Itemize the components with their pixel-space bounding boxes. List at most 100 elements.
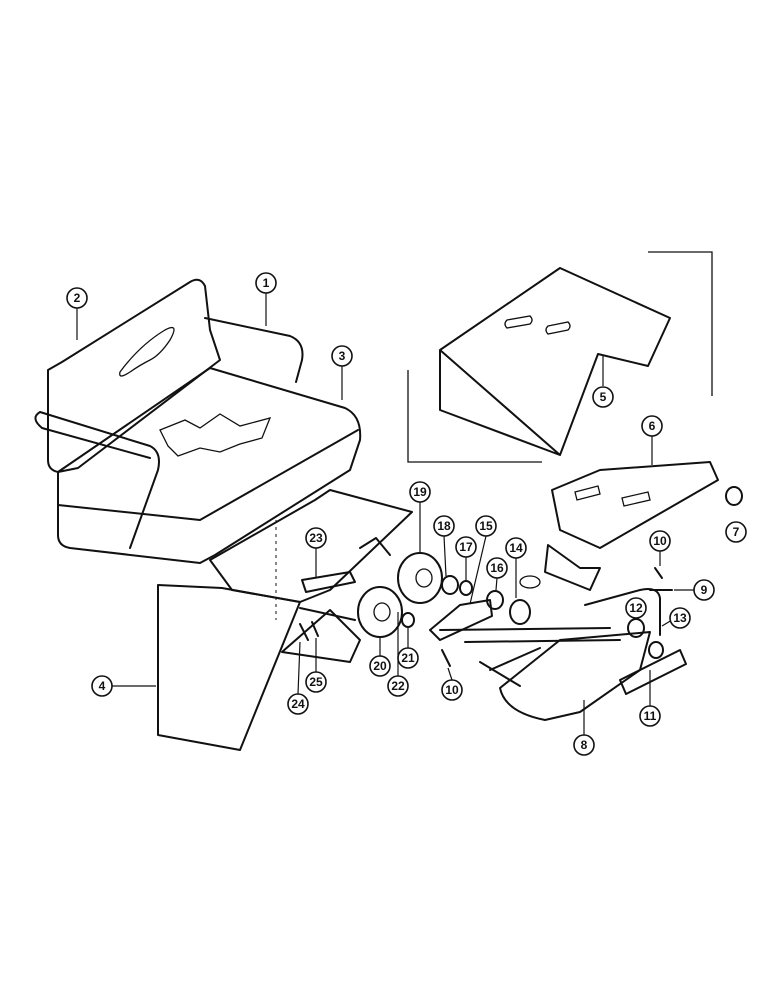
bushing-21 xyxy=(401,612,415,628)
pivot-plate-23 xyxy=(301,571,356,593)
seat-assembly xyxy=(34,278,362,564)
bushing-18 xyxy=(441,575,459,595)
callout-23: 23 xyxy=(305,527,327,549)
callout-12: 12 xyxy=(625,597,647,619)
svg-text:19: 19 xyxy=(413,485,427,499)
callout-6: 6 xyxy=(641,415,663,437)
callout-2: 2 xyxy=(66,287,88,309)
top-cover-shell xyxy=(439,267,671,456)
svg-text:13: 13 xyxy=(673,611,687,625)
svg-text:14: 14 xyxy=(509,541,523,555)
callout-7: 7 xyxy=(725,521,747,543)
callouts: 1 2 3 4 5 6 xyxy=(66,272,747,756)
seat-base-panel xyxy=(157,584,301,751)
callout-21: 21 xyxy=(397,647,419,669)
slide-frame-rods xyxy=(439,627,621,687)
mounting-plate-slot-1 xyxy=(574,485,601,501)
svg-text:11: 11 xyxy=(644,709,657,723)
suspension-linkage xyxy=(299,537,663,667)
cam-19-inner xyxy=(415,568,433,588)
mounting-plate-hinge-pin xyxy=(519,575,541,589)
bracket-15 xyxy=(429,599,493,641)
svg-text:12: 12 xyxy=(629,601,643,615)
callout-15: 15 xyxy=(475,515,497,537)
callout-13: 13 xyxy=(669,607,691,629)
svg-text:17: 17 xyxy=(459,540,473,554)
top-cover-slot-2 xyxy=(545,321,571,335)
cap-7 xyxy=(725,486,743,506)
svg-text:15: 15 xyxy=(479,519,493,533)
callout-17: 17 xyxy=(455,536,477,558)
seat-base-top-plate xyxy=(209,489,413,603)
top-cover-bracket-line-left xyxy=(407,370,542,463)
callout-18: 18 xyxy=(433,515,455,537)
cam-19 xyxy=(397,552,443,604)
pin-10-lower xyxy=(441,649,451,667)
svg-text:22: 22 xyxy=(391,679,405,693)
svg-text:6: 6 xyxy=(649,419,656,433)
spring-housing-20 xyxy=(357,586,403,638)
svg-text:3: 3 xyxy=(339,349,346,363)
callout-10-lower: 10 xyxy=(441,679,463,701)
callout-4: 4 xyxy=(91,675,113,697)
callout-19: 19 xyxy=(409,481,431,503)
bushing-12 xyxy=(627,618,645,638)
top-cover-bracket-line-right xyxy=(648,251,713,396)
callout-10-upper: 10 xyxy=(649,530,671,552)
callout-9: 9 xyxy=(693,579,715,601)
callout-20: 20 xyxy=(369,655,391,677)
bushing-14 xyxy=(509,599,531,625)
svg-text:5: 5 xyxy=(600,390,607,404)
seat-base-bracket xyxy=(281,609,361,663)
mounting-plate xyxy=(519,461,719,591)
bolt-24 xyxy=(299,623,309,641)
svg-text:24: 24 xyxy=(291,697,305,711)
svg-text:9: 9 xyxy=(701,583,708,597)
callout-14: 14 xyxy=(505,537,527,559)
svg-text:16: 16 xyxy=(490,561,504,575)
svg-text:18: 18 xyxy=(437,519,451,533)
mounting-plate-hinge xyxy=(544,544,601,591)
bushing-16 xyxy=(486,590,504,610)
svg-text:23: 23 xyxy=(309,531,323,545)
callout-22: 22 xyxy=(387,675,409,697)
svg-text:25: 25 xyxy=(309,675,323,689)
side-plate-11 xyxy=(619,649,687,695)
cushion-emblem xyxy=(159,413,272,457)
mounting-plate-slot-2 xyxy=(621,491,651,507)
svg-text:10: 10 xyxy=(653,534,667,548)
svg-text:4: 4 xyxy=(99,679,106,693)
svg-text:1: 1 xyxy=(263,276,270,290)
spring-housing-inner xyxy=(373,602,391,622)
svg-text:2: 2 xyxy=(74,291,81,305)
svg-text:7: 7 xyxy=(733,525,740,539)
callout-25: 25 xyxy=(305,671,327,693)
callout-3: 3 xyxy=(331,345,353,367)
svg-text:8: 8 xyxy=(581,738,588,752)
slide-frame xyxy=(439,486,743,721)
callout-1: 1 xyxy=(255,272,277,294)
mounting-plate-body xyxy=(551,461,719,549)
seat-cushion-front xyxy=(57,429,359,521)
backrest-emblem xyxy=(119,326,175,377)
pin-10-upper xyxy=(654,567,663,579)
bushing-17 xyxy=(459,580,473,596)
bushing-13 xyxy=(648,641,664,659)
bolt-25 xyxy=(311,621,319,637)
callout-8: 8 xyxy=(573,734,595,756)
spring-rod xyxy=(299,537,391,621)
slide-frame-body xyxy=(499,631,651,721)
svg-text:10: 10 xyxy=(445,683,459,697)
top-cover xyxy=(407,251,713,463)
seat-support-base xyxy=(157,489,413,751)
svg-text:20: 20 xyxy=(373,659,387,673)
callout-16: 16 xyxy=(486,557,508,579)
callout-24: 24 xyxy=(287,693,309,715)
svg-text:21: 21 xyxy=(401,651,415,665)
seat-backrest xyxy=(47,278,221,473)
callout-11: 11 xyxy=(639,705,661,727)
callout-5: 5 xyxy=(592,386,614,408)
top-cover-slot-1 xyxy=(504,315,533,329)
seat-cushion xyxy=(57,367,362,564)
